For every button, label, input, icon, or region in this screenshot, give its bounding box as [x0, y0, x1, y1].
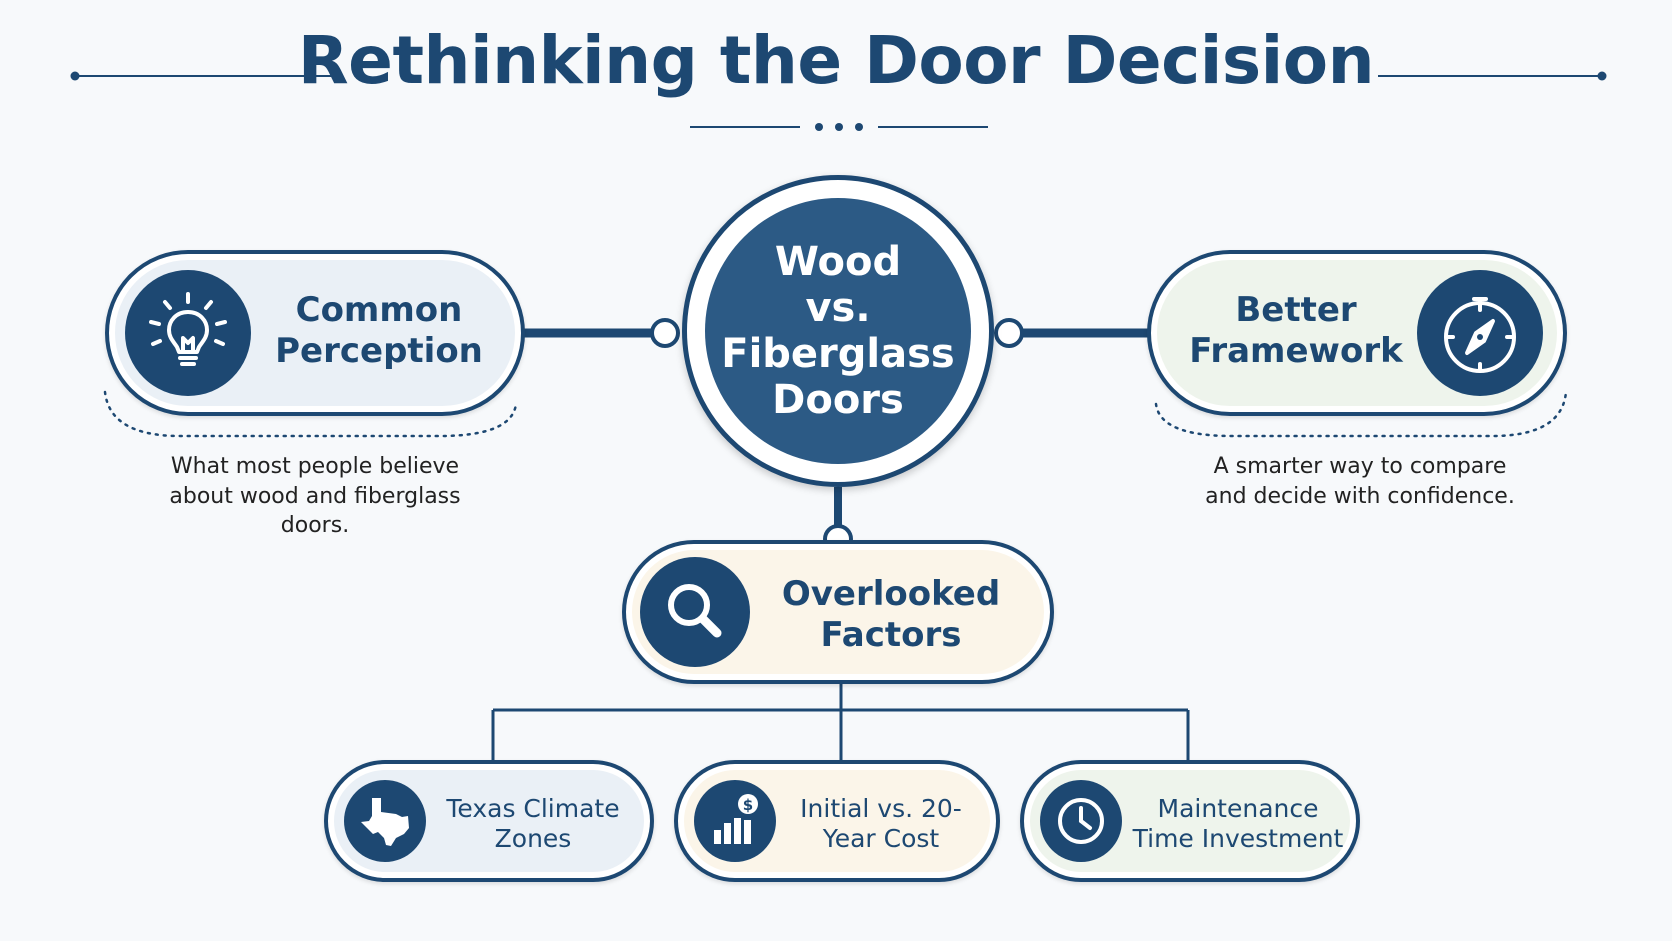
magnifier-icon	[640, 557, 750, 667]
maintenance-time-investment-label: Maintenance Time Investment	[1132, 794, 1344, 853]
center-label: Wood vs. Fiberglass Doors	[721, 239, 955, 423]
overlooked-factors-label: Overlooked Factors	[781, 574, 1001, 655]
better-framework-node: Better Framework	[1147, 250, 1567, 416]
title-rule-right	[1378, 71, 1607, 81]
better-framework-label: Better Framework	[1189, 290, 1403, 371]
texas-map-icon	[344, 780, 426, 862]
center-hub: Wood vs. Fiberglass Doors	[682, 175, 994, 487]
common-perception-label: Common Perception	[275, 290, 483, 371]
better-framework-description: A smarter way to compare and decide with…	[1205, 454, 1515, 509]
clock-icon	[1040, 780, 1122, 862]
connector-node-right	[994, 318, 1024, 348]
overlooked-factors-node: Overlooked Factors	[622, 540, 1054, 684]
texas-climate-zones-label: Texas Climate Zones	[446, 794, 620, 853]
factor-maintenance-time-investment: Maintenance Time Investment	[1020, 760, 1360, 882]
left-dotted-underline	[103, 390, 518, 438]
common-perception-description: What most people believe about wood and …	[169, 454, 461, 539]
page-title: Rethinking the Door Decision	[297, 22, 1375, 99]
compass-icon	[1417, 270, 1543, 396]
factor-texas-climate-zones: Texas Climate Zones	[324, 760, 654, 882]
lightbulb-icon	[125, 270, 251, 396]
initial-vs-20-year-cost-label: Initial vs. 20-Year Cost	[800, 794, 962, 853]
connector-node-left	[650, 318, 680, 348]
cost-chart-icon: $	[694, 780, 776, 862]
factor-initial-vs-20-year-cost: $ Initial vs. 20-Year Cost	[674, 760, 1000, 882]
title-rule-left	[70, 71, 340, 81]
svg-text:$: $	[743, 796, 753, 814]
title-divider	[690, 123, 988, 131]
common-perception-node: Common Perception	[105, 250, 525, 416]
factor-tree-lines	[491, 680, 1190, 762]
